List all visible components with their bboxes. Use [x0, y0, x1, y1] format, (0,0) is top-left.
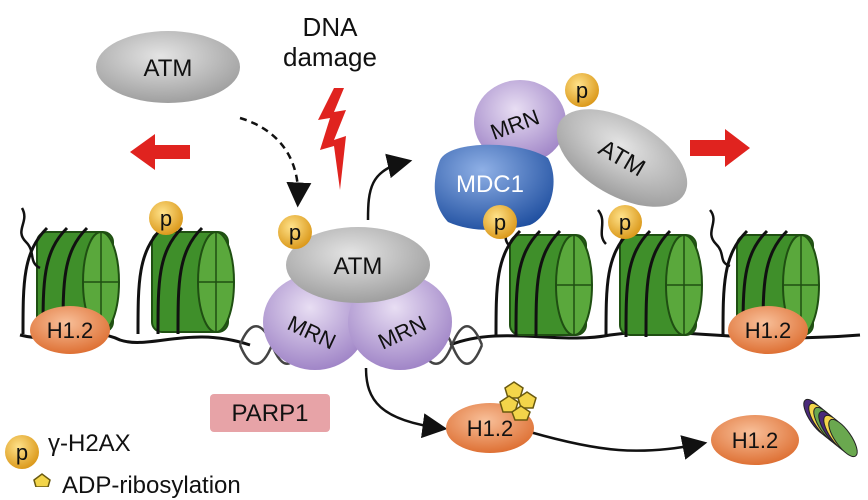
- h1-2-degraded: [711, 415, 799, 465]
- atm-center: [286, 227, 430, 303]
- legend-gamma-h2ax: γ-H2AX: [48, 430, 131, 457]
- phospho-marker: [608, 205, 642, 239]
- nucleosome: [494, 229, 593, 338]
- parp1-label: PARP1: [232, 400, 309, 427]
- phospho-marker: [483, 205, 517, 239]
- recruitment-arrow: [239, 116, 312, 208]
- mdc1-label: MDC1: [456, 171, 524, 198]
- nucleosome: [136, 226, 235, 335]
- atm-free: [96, 31, 240, 103]
- h1-2-left: [30, 306, 110, 354]
- phospho-label: p: [494, 210, 506, 235]
- legend-phospho-icon: [5, 435, 39, 469]
- histone-tail-mid2: [596, 209, 607, 245]
- spread-arrow-left: [130, 134, 190, 170]
- h1-2-left-label: H1.2: [47, 318, 93, 343]
- atm-free-label: ATM: [144, 55, 193, 82]
- nucleosome: [604, 229, 703, 338]
- mdc1: [434, 144, 554, 230]
- h1-2-right: [728, 306, 808, 354]
- h1-2-degraded-label: H1.2: [732, 428, 778, 453]
- adp-ribose-cluster: [499, 381, 537, 421]
- dna-damage-label: DNA damage: [270, 12, 390, 72]
- h1-2-released: [446, 403, 534, 453]
- dna-damage-bolt: [318, 88, 346, 190]
- histone-tail-right: [708, 209, 731, 268]
- arrow-to-release: [364, 367, 448, 439]
- atm-center-label: ATM: [334, 253, 383, 280]
- arrow-to-degradation: [529, 430, 708, 460]
- legend-adp-icon: [33, 473, 51, 487]
- phospho-label: p: [289, 220, 301, 245]
- phospho-label: p: [576, 78, 588, 103]
- legend-adp-ribosylation: ADP-ribosylation: [62, 472, 241, 499]
- histone-tail-left: [20, 207, 41, 270]
- parp1-box: [210, 394, 330, 432]
- atm-tilted: [556, 109, 688, 207]
- mrn-top: [474, 80, 566, 164]
- phospho-label: p: [160, 206, 172, 231]
- proteasome: [803, 398, 858, 458]
- h1-2-right-label: H1.2: [745, 318, 791, 343]
- dna-damage-line2: damage: [283, 42, 377, 72]
- dna-damage-line1: DNA: [302, 12, 358, 42]
- arrow-to-mdc1: [366, 153, 413, 221]
- phospho-label: p: [619, 210, 631, 235]
- phospho-marker: [565, 73, 599, 107]
- phospho-marker: [278, 215, 312, 249]
- h1-2-released-label: H1.2: [467, 416, 513, 441]
- spread-arrow-right: [690, 129, 750, 167]
- legend-phospho-symbol: p: [16, 440, 28, 465]
- proteasome-ring: [828, 418, 858, 458]
- phospho-marker: [149, 201, 183, 235]
